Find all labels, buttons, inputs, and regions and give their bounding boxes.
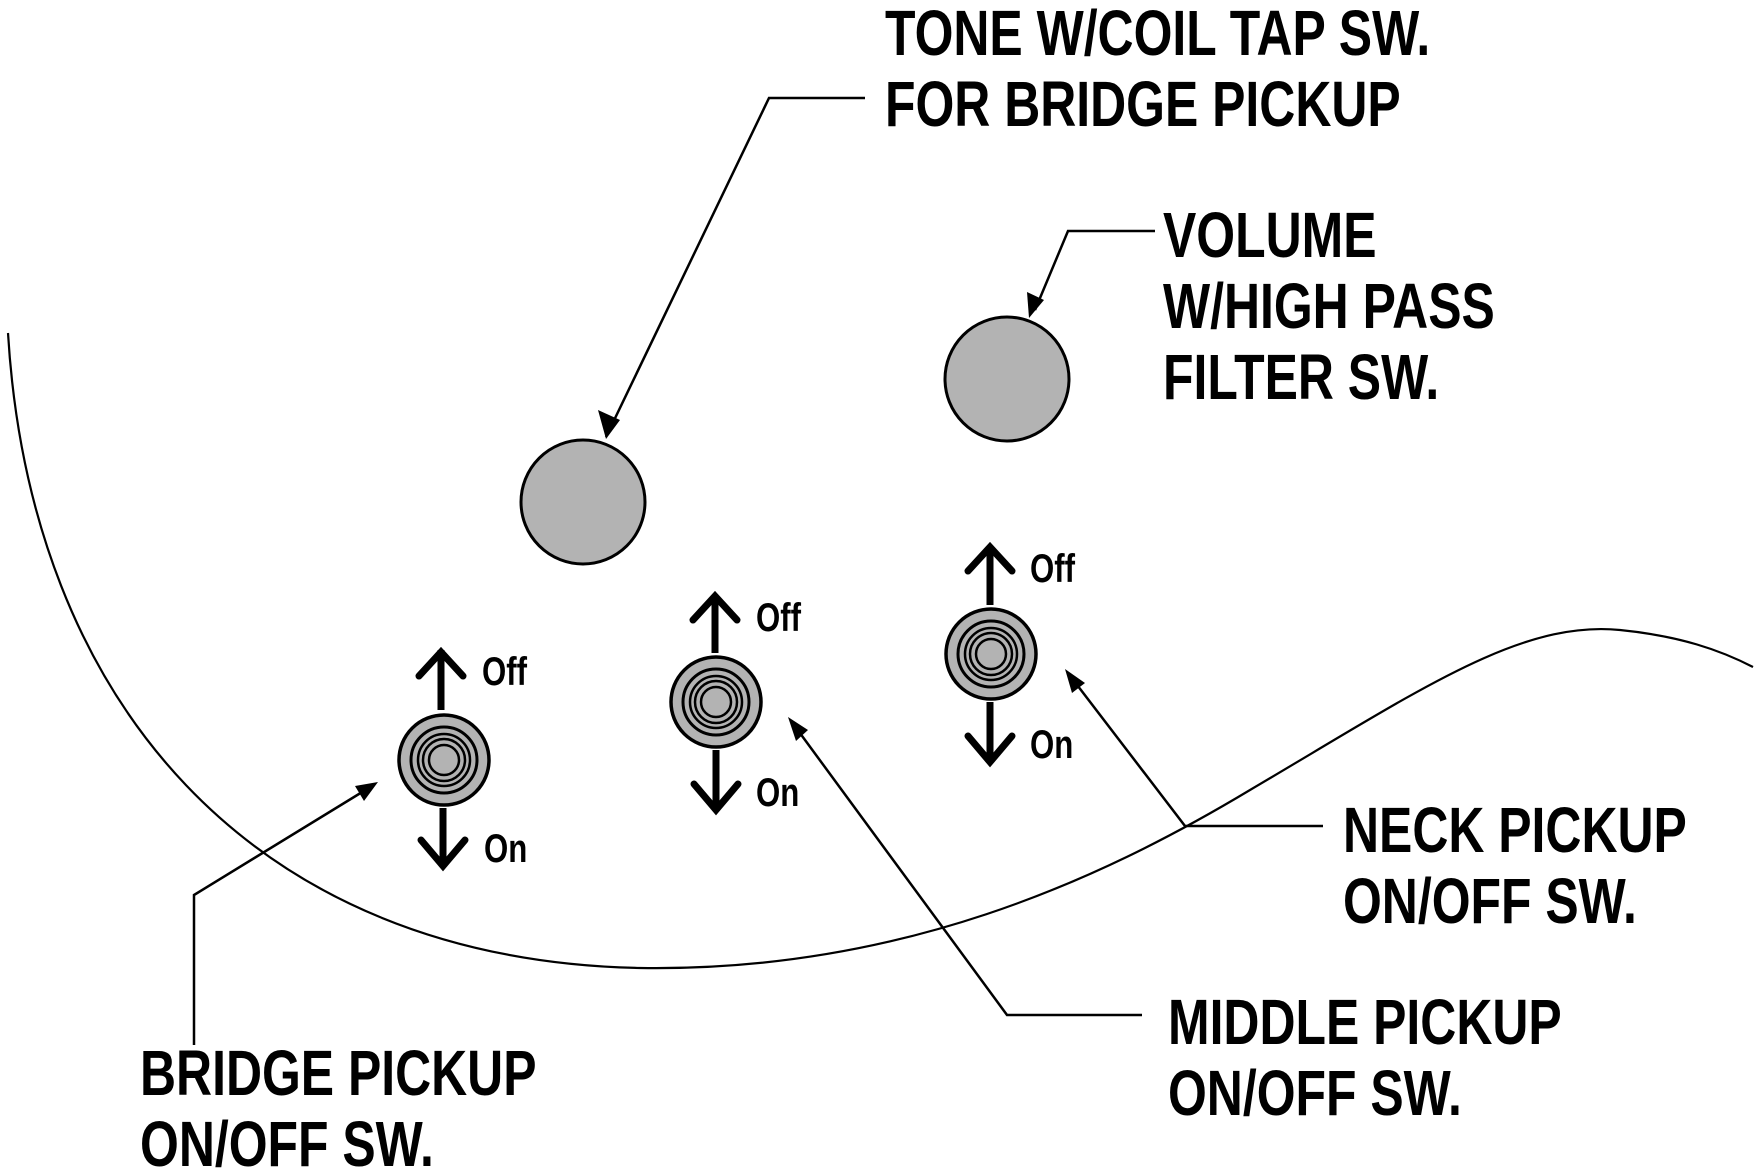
middle-off-arrow-icon bbox=[689, 590, 741, 653]
tone-label-line-2: FOR BRIDGE PICKUP bbox=[885, 69, 1401, 140]
volume-label-line-3: FILTER SW. bbox=[1163, 342, 1439, 413]
volume-leader-line bbox=[1027, 229, 1155, 318]
middle-label: MIDDLE PICKUP ON/OFF SW. bbox=[1168, 987, 1562, 1129]
tone-knob[interactable] bbox=[519, 438, 647, 566]
middle-label-line-2: ON/OFF SW. bbox=[1168, 1058, 1462, 1129]
middle-leader-line bbox=[788, 717, 1142, 1017]
neck-pickup-switch[interactable] bbox=[944, 607, 1038, 701]
neck-arrowhead-icon bbox=[1065, 669, 1085, 693]
middle-pickup-switch[interactable] bbox=[669, 655, 763, 749]
neck-label: NECK PICKUP ON/OFF SW. bbox=[1343, 795, 1687, 937]
tone-label: TONE W/COIL TAP SW. FOR BRIDGE PICKUP bbox=[885, 0, 1430, 140]
neck-leader-line bbox=[1065, 669, 1323, 828]
bridge-arrowhead-icon bbox=[355, 782, 378, 801]
bridge-pickup-switch[interactable] bbox=[397, 713, 491, 807]
neck-off-arrow-icon bbox=[964, 541, 1016, 605]
bridge-on-label: On bbox=[484, 826, 527, 871]
neck-on-arrow-icon bbox=[964, 702, 1016, 768]
bridge-on-arrow-icon bbox=[417, 808, 469, 872]
guitar-body-lower-curve bbox=[6, 332, 1754, 970]
tone-leader-line bbox=[598, 96, 865, 439]
bridge-label: BRIDGE PICKUP ON/OFF SW. bbox=[140, 1038, 537, 1168]
neck-on-label: On bbox=[1030, 722, 1073, 767]
volume-label-line-1: VOLUME bbox=[1163, 200, 1376, 271]
middle-off-label: Off bbox=[756, 595, 802, 640]
middle-on-arrow-icon bbox=[690, 750, 742, 816]
middle-label-line-1: MIDDLE PICKUP bbox=[1168, 987, 1562, 1058]
neck-label-line-2: ON/OFF SW. bbox=[1343, 866, 1637, 937]
tone-label-line-1: TONE W/COIL TAP SW. bbox=[885, 0, 1430, 69]
tone-arrowhead-icon bbox=[598, 410, 620, 439]
bridge-label-line-2: ON/OFF SW. bbox=[140, 1109, 434, 1168]
volume-arrowhead-icon bbox=[1027, 292, 1044, 318]
bridge-label-line-1: BRIDGE PICKUP bbox=[140, 1038, 537, 1109]
bridge-off-label: Off bbox=[482, 649, 528, 694]
bridge-leader-line bbox=[192, 782, 378, 1045]
bridge-off-arrow-icon bbox=[415, 646, 467, 710]
neck-off-label: Off bbox=[1030, 546, 1076, 591]
volume-label: VOLUME W/HIGH PASS FILTER SW. bbox=[1163, 200, 1495, 413]
volume-label-line-2: W/HIGH PASS bbox=[1163, 271, 1495, 342]
neck-label-line-1: NECK PICKUP bbox=[1343, 795, 1687, 866]
middle-arrowhead-icon bbox=[788, 717, 808, 741]
volume-knob[interactable] bbox=[943, 315, 1071, 443]
middle-on-label: On bbox=[756, 770, 799, 815]
